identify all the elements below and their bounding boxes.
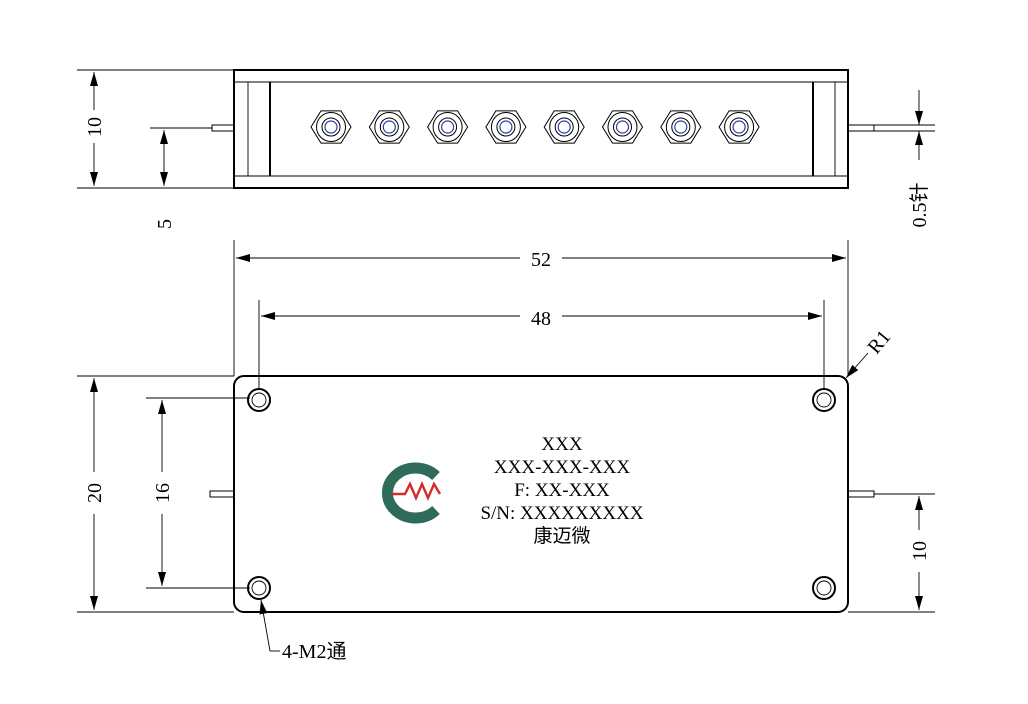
dim-top-pin-diameter: 0.5针 [874,90,935,228]
connector-2 [368,110,410,144]
hole-callout: 4-M2通 [259,599,346,663]
label-line-3: F: XX-XXX [514,480,610,501]
dim-hole-spacing-x-label: 48 [531,308,551,330]
dim-top-pin-offset: 5 [150,127,212,229]
dim-overall-height: 20 [77,375,234,613]
connector-group [310,110,760,144]
mounting-hole-top-left [247,388,271,412]
dim-top-height-label: 10 [84,117,106,137]
connector-7 [660,110,702,144]
dim-hole-spacing-x: 48 [258,300,825,389]
dim-top-pin-diameter-label: 0.5针 [908,183,931,228]
front-view-pin-left [209,490,235,498]
front-view-pin-right [847,490,875,498]
dim-corner-radius: R1 [845,326,895,379]
kmw-logo [382,462,442,524]
dim-overall-length: 52 [233,240,849,376]
label-line-5: 康迈微 [533,525,590,547]
connector-1 [310,110,352,144]
hole-callout-label: 4-M2通 [282,640,346,663]
dim-overall-height-label: 20 [84,483,106,503]
product-label: XXX XXX-XXX-XXX F: XX-XXX S/N: XXXXXXXXX… [480,434,643,547]
dim-hole-spacing-y-label: 16 [152,483,174,503]
top-view-body [233,69,849,189]
mounting-hole-top-right [812,388,836,412]
dim-pin-height: 10 [848,493,935,613]
label-line-4: S/N: XXXXXXXXX [480,503,643,524]
top-view-pin-left [211,124,235,132]
label-line-1: XXX [541,434,582,455]
connector-6 [601,110,644,144]
dim-hole-spacing-y: 16 [146,397,250,589]
connector-8 [718,110,760,144]
label-line-2: XXX-XXX-XXX [494,457,630,478]
dim-top-pin-offset-label: 5 [154,219,176,229]
connector-5 [543,110,585,144]
top-view-pin-right [847,124,875,132]
dim-overall-length-label: 52 [531,249,551,271]
front-view: 52 48 R1 20 16 [77,240,935,663]
dim-pin-height-label: 10 [909,541,931,561]
dim-top-height: 10 [77,69,234,189]
top-view: 10 5 0.5针 [77,69,935,229]
mounting-hole-bottom-left [247,576,271,600]
connector-4 [485,110,527,144]
connector-3 [427,110,469,144]
mounting-hole-bottom-right [812,576,836,600]
